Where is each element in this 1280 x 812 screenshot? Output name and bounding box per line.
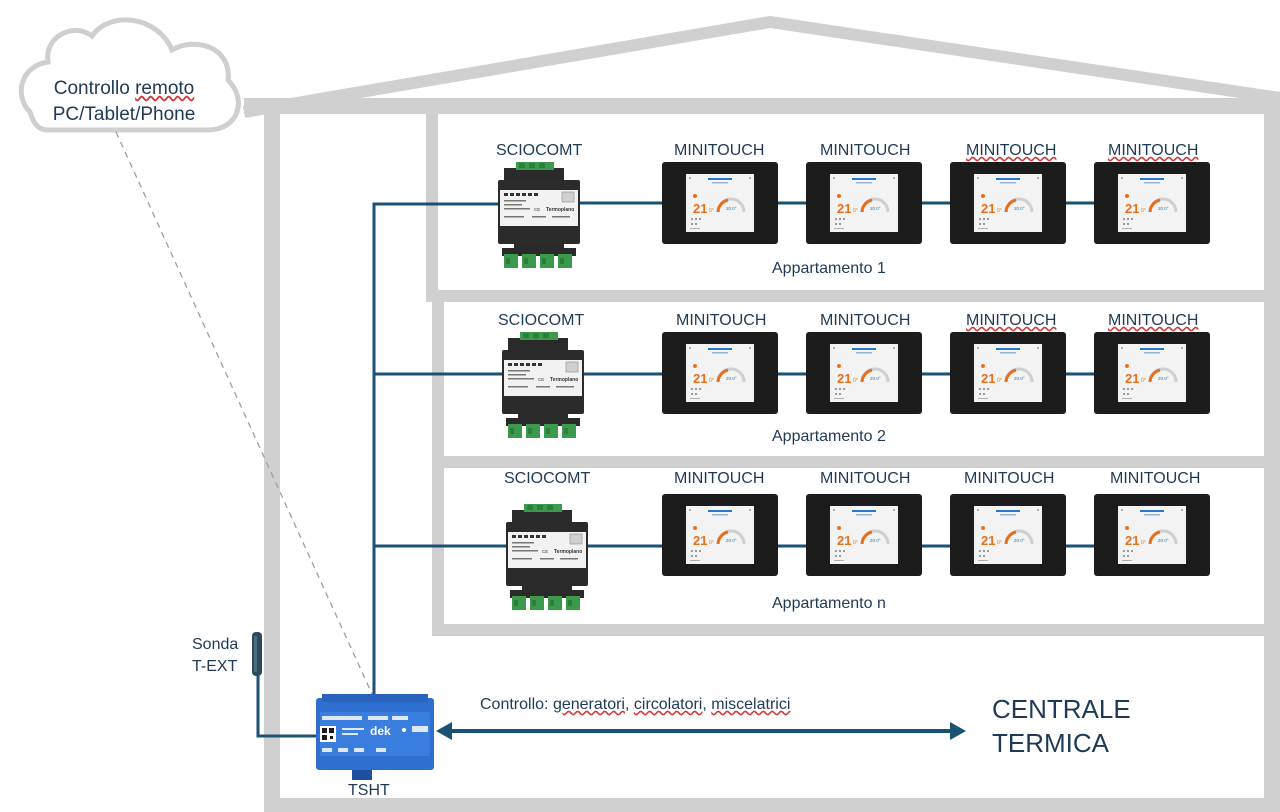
thermostat-label-2-2: MINITOUCH xyxy=(820,312,911,329)
central-plant-label: CENTRALE TERMICA xyxy=(992,692,1131,760)
minitouch-display-n-3 xyxy=(948,492,1068,578)
apartment-frame-n xyxy=(432,462,1264,636)
probe-device xyxy=(252,632,262,676)
minitouch-display-n-4 xyxy=(1092,492,1212,578)
minitouch-display-2-2 xyxy=(804,330,924,416)
hub-logo: dek xyxy=(370,724,391,738)
minitouch-display-1-3 xyxy=(948,160,1068,246)
minitouch-display-n-1 xyxy=(660,492,780,578)
cloud-line2: PC/Tablet/Phone xyxy=(52,104,196,125)
thermostat-label-2-1: MINITOUCH xyxy=(676,312,767,329)
minitouch-display-2-1 xyxy=(660,330,780,416)
thermostat-label-n-3: MINITOUCH xyxy=(964,470,1055,487)
sciocomt-device-1 xyxy=(497,161,581,269)
cloud-label: Controllo remoto PC/Tablet/Phone xyxy=(24,76,224,128)
sciocomt-device-n xyxy=(505,503,589,611)
thermostat-label-2-4: MINITOUCH xyxy=(1108,312,1199,329)
minitouch-display-1-2 xyxy=(804,160,924,246)
apartment-label-n: Appartamento n xyxy=(772,595,886,612)
cloud-line1-a: Controllo xyxy=(53,78,130,99)
thermostat-label-1-1: MINITOUCH xyxy=(674,142,765,159)
control-arrow xyxy=(436,722,966,740)
thermostat-label-n-1: MINITOUCH xyxy=(674,470,765,487)
hub-label: TSHT xyxy=(348,782,390,799)
minitouch-display-2-3 xyxy=(948,330,1068,416)
probe-label-line1: Sonda xyxy=(192,636,239,653)
control-item-generators: generatori xyxy=(552,696,625,713)
minitouch-display-1-1 xyxy=(660,160,780,246)
thermostat-label-2-3: MINITOUCH xyxy=(966,312,1057,329)
thermostat-label-n-2: MINITOUCH xyxy=(820,470,911,487)
minitouch-display-1-4 xyxy=(1092,160,1212,246)
house-outline xyxy=(242,15,1280,812)
probe-label-line2: T-EXT xyxy=(192,658,238,675)
thermostat-label-1-4: MINITOUCH xyxy=(1108,142,1199,159)
thermostat-label-1-3: MINITOUCH xyxy=(966,142,1057,159)
control-sep-2: , xyxy=(702,696,707,713)
bus-wiring xyxy=(256,201,1094,738)
central-plant-line2: TERMICA xyxy=(992,728,1109,758)
tsht-hub: dek xyxy=(316,694,434,780)
controller-label-1: SCIOCOMT xyxy=(496,142,583,159)
cloud-shape xyxy=(18,17,241,133)
control-prefix: Controllo: xyxy=(480,696,549,713)
thermostat-label-1-2: MINITOUCH xyxy=(820,142,911,159)
cloud-line1-b: remoto xyxy=(135,78,195,99)
control-sep-1: , xyxy=(624,696,630,713)
minitouch-display-2-4 xyxy=(1092,330,1212,416)
central-plant-line1: CENTRALE xyxy=(992,694,1131,724)
apartment-label-2: Appartamento 2 xyxy=(772,428,886,445)
controller-label-n: SCIOCOMT xyxy=(504,470,591,487)
thermostat-label-n-4: MINITOUCH xyxy=(1110,470,1201,487)
control-label: Controllo: generatori, circolatori, misc… xyxy=(480,694,790,716)
apartment-label-1: Appartamento 1 xyxy=(772,260,886,277)
control-item-circulators: circolatori xyxy=(633,696,703,713)
sciocomt-device-2 xyxy=(501,331,585,439)
control-item-mixers: miscelatrici xyxy=(711,696,791,713)
controller-label-2: SCIOCOMT xyxy=(498,312,585,329)
probe-label: Sonda T-EXT xyxy=(192,634,238,678)
minitouch-display-n-2 xyxy=(804,492,924,578)
remote-link-line xyxy=(115,131,373,695)
